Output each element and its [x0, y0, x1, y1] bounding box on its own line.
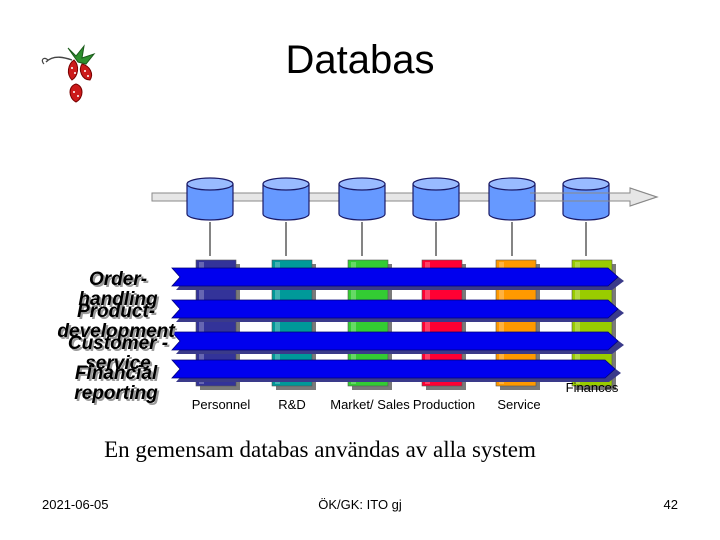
department-column-highlight: [199, 262, 204, 384]
database-cylinder-icon: [488, 177, 536, 221]
database-cylinder-icon: [412, 177, 460, 221]
department-label: Service: [497, 397, 541, 412]
process-label: Customer -service: [67, 333, 169, 374]
department-label: Finances: [565, 380, 619, 395]
process-label: Financial reporting: [74, 363, 158, 404]
strawberry-logo-icon: [41, 44, 96, 103]
process-arrow: [171, 359, 616, 379]
department-label: R&D: [278, 397, 306, 412]
department-label: Production: [412, 397, 476, 412]
process-arrow: [171, 267, 619, 287]
process-label: Order-handling: [78, 269, 158, 310]
process-arrow: [171, 299, 619, 319]
process-arrow: [171, 331, 619, 351]
department-column-highlight: [425, 262, 430, 384]
footer-author: ÖK/GK: ITO gj: [318, 497, 402, 512]
department-column-highlight: [575, 262, 580, 384]
database-cylinder-icon: [262, 177, 310, 221]
department-column-highlight: [275, 262, 280, 384]
database-cylinder-icon: [186, 177, 234, 221]
footer-page-number: 42: [663, 497, 678, 512]
database-cylinder-icon: [338, 177, 386, 221]
department-label: Market/ Sales: [330, 397, 410, 412]
slide-title: Databas: [285, 38, 435, 82]
department-label: Personnel: [191, 397, 251, 412]
database-cylinder-icon: [562, 177, 610, 221]
process-label: Product-development: [57, 301, 175, 342]
database-bus-arrow-outline: [530, 187, 659, 207]
department-column-highlight: [351, 262, 356, 384]
slide-caption: En gemensam databas användas av alla sys…: [104, 437, 536, 462]
footer-date: 2021-06-05: [42, 497, 109, 512]
department-column-highlight: [499, 262, 504, 384]
